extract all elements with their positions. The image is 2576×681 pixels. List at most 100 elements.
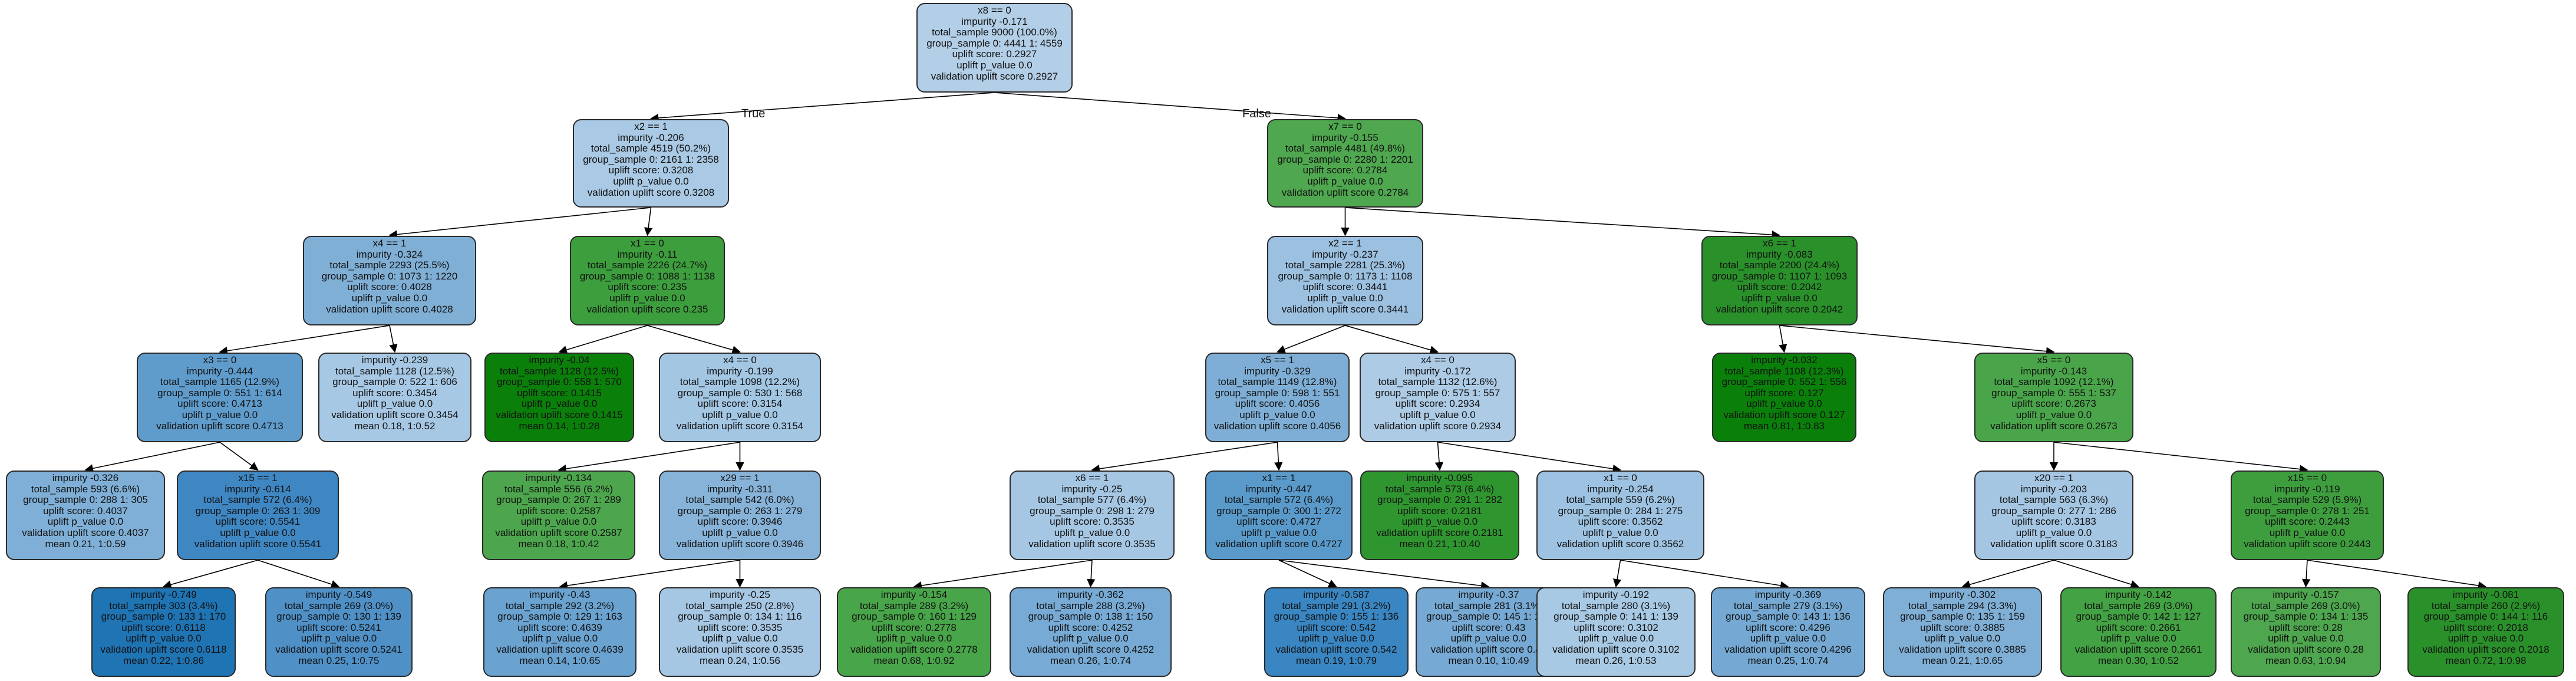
node-line: x2 == 1 [634,121,668,132]
node-line: validation uplift score 0.28 [2248,643,2364,655]
node-line: uplift p_value 0.0 [1741,292,1818,304]
node-line: group_sample 0: 298 1: 279 [1030,505,1155,516]
node-line: mean 0.26, 1:0.74 [1050,654,1132,666]
node-line: total_sample 1098 (12.2%) [680,376,800,388]
node-line: total_sample 280 (3.1%) [1561,600,1671,611]
node-line: uplift score: 0.4296 [1746,621,1830,633]
node-line: uplift score: 0.2673 [2011,398,2096,410]
node-line: impurity -0.37 [1458,589,1519,600]
node-line: group_sample 0: 530 1: 568 [677,387,803,399]
node-line: uplift score: 0.3441 [1302,281,1388,293]
edge-n23-n36 [2053,560,2139,588]
node-line: impurity -0.11 [617,248,678,260]
edge-n4-n9 [558,325,648,354]
edge-n19-n30 [1087,560,1096,588]
node-line: impurity -0.119 [2274,483,2340,495]
node-line: uplift score: 0.2042 [1737,281,1822,293]
node-line: group_sample 0: 141 1: 139 [1553,611,1678,623]
node-line: impurity -0.239 [361,354,428,366]
node-line: mean 0.14, 1:0.65 [519,654,601,666]
node-line: validation uplift score 0.2661 [2074,643,2202,655]
node-line: validation uplift score 0.2587 [495,527,622,538]
node-line: total_sample 1149 (12.8%) [1218,376,1337,388]
node-line: uplift score: 0.3154 [697,398,783,410]
node-line: impurity -0.447 [1245,483,1312,495]
node-line: uplift p_value 0.0 [876,633,952,644]
node-line: uplift p_value 0.0 [1054,527,1130,538]
edge-n6-n14 [1779,325,2055,356]
node-line: validation uplift score 0.2018 [2422,643,2549,655]
node-line: x5 == 1 [1261,354,1294,366]
node-line: mean 0.68, 1:0.92 [873,654,955,666]
node-line: group_sample 0: 1088 1: 1138 [579,270,715,282]
node-line: impurity -0.587 [1303,589,1370,600]
node-line: group_sample 0: 288 1: 305 [23,494,148,506]
node-line: uplift score: 0.3454 [352,387,437,399]
node-line: uplift p_value 0.0 [2268,633,2344,644]
node-line: uplift p_value 0.0 [2448,633,2524,644]
node-line: mean 0.10, 1:0.49 [1448,654,1529,666]
node-line: uplift p_value 0.0 [520,516,597,528]
node-line: uplift p_value 0.0 [521,398,598,410]
node-line: impurity -0.083 [1746,248,1813,260]
edge-n11-n19 [1091,442,1278,473]
node-line: impurity -0.302 [1929,589,1996,600]
node-line: x1 == 0 [1604,472,1637,483]
node-line: group_sample 0: 134 1: 135 [2243,611,2369,623]
edge-n4-n10 [647,325,741,354]
node-line: impurity -0.254 [1587,483,1654,495]
node-line: impurity -0.155 [1312,131,1378,143]
node-line: total_sample 577 (6.4%) [1037,494,1147,506]
node-line: uplift p_value 0.0 [1298,633,1374,644]
node-line: total_sample 260 (2.9%) [2431,600,2541,611]
node-line: uplift score: 0.542 [1297,621,1376,633]
node-line: validation uplift score 0.3946 [676,538,804,550]
node-line: group_sample 0: 575 1: 557 [1375,387,1500,399]
node-line: x3 == 0 [203,354,237,366]
node-line: uplift score: 0.3946 [697,516,783,528]
node-line: total_sample 572 (6.4%) [1224,494,1334,506]
node-line: total_sample 542 (6.0%) [685,494,794,506]
edge-label-true: True [741,107,766,120]
edge-n14-n24 [2053,442,2308,473]
node-line: x5 == 0 [2037,354,2071,366]
node-line: group_sample 0: 142 1: 127 [2076,611,2201,623]
node-line: validation uplift score 0.3535 [676,643,804,655]
node-line: group_sample 0: 155 1: 136 [1274,611,1399,623]
node-line: uplift p_value 0.0 [1450,633,1527,644]
edge-n3-n8 [389,325,398,353]
node-line: validation uplift score 0.235 [586,303,708,315]
node-line: impurity -0.142 [2105,589,2172,600]
node-line: total_sample 1128 (12.5%) [335,365,454,377]
node-line: group_sample 0: 263 1: 279 [677,505,803,516]
node-line: impurity -0.444 [186,365,253,377]
node-line: total_sample 563 (6.3%) [1999,494,2109,506]
node-line: impurity -0.157 [2272,589,2339,600]
node-line: group_sample 0: 558 1: 570 [497,376,622,388]
node-line: uplift p_value 0.0 [301,633,377,644]
node-line: uplift score: 0.2443 [2265,516,2350,528]
node-line: uplift p_value 0.0 [2016,527,2092,538]
node-line: uplift score: 0.3535 [697,621,783,633]
edge-n12-n22 [1437,442,1621,473]
node-line: total_sample 303 (3.4%) [109,600,218,611]
edge-n0-n2 [994,92,1346,123]
node-line: uplift p_value 0.0 [1582,527,1658,538]
node-line: uplift p_value 0.0 [1400,409,1476,420]
node-line: group_sample 0: 160 1: 129 [852,611,977,623]
node-line: group_sample 0: 130 1: 139 [276,611,401,623]
node-line: uplift score: 0.2587 [516,505,601,516]
node-line: uplift p_value 0.0 [1924,633,2001,644]
